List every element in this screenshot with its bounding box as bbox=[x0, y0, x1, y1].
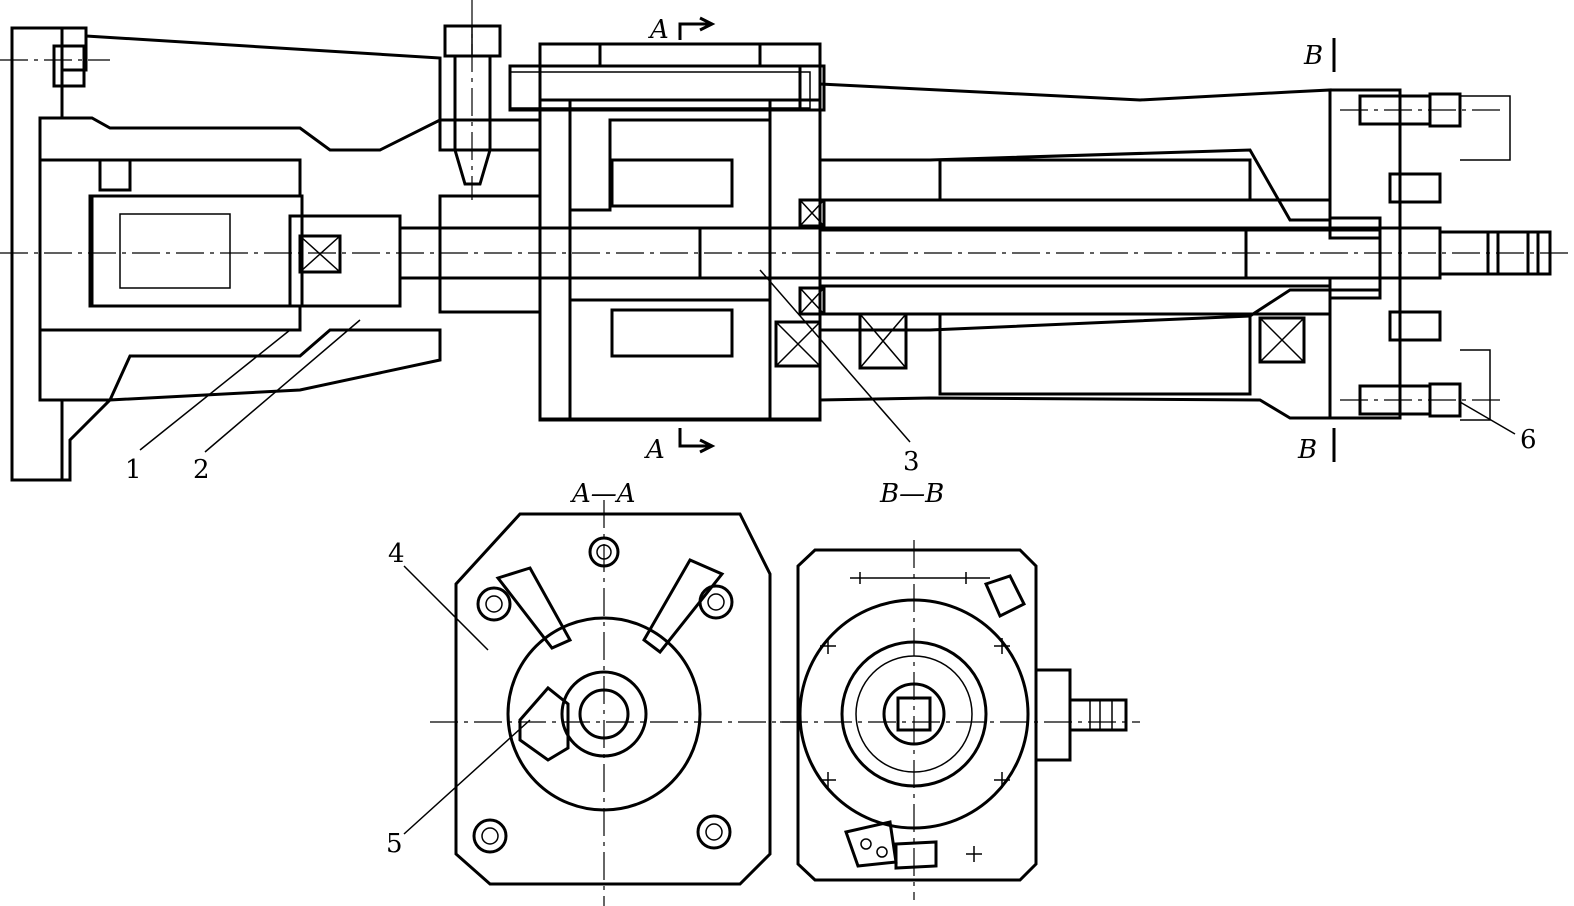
valve-screw bbox=[443, 0, 502, 200]
upper-housing-wall bbox=[60, 34, 542, 152]
section-a-view bbox=[430, 500, 790, 906]
leader-lines bbox=[139, 269, 1516, 835]
part-label-2: 2 bbox=[193, 455, 210, 485]
part-label-3: 3 bbox=[903, 447, 920, 477]
part-label-5: 5 bbox=[386, 829, 403, 859]
section-title-a: A—A bbox=[570, 479, 636, 509]
bearings bbox=[774, 198, 1382, 370]
piston-assembly bbox=[90, 194, 542, 314]
section-mark-b-top: B bbox=[1303, 41, 1323, 71]
section-mark-b-bottom: B bbox=[1297, 435, 1317, 465]
longitudinal-section bbox=[0, 0, 1574, 482]
part-label-1: 1 bbox=[125, 455, 142, 485]
rotor-block bbox=[508, 42, 826, 422]
section-mark-a-bottom: A bbox=[644, 435, 665, 465]
part-label-4: 4 bbox=[388, 539, 405, 569]
lower-housing-wall bbox=[60, 328, 442, 482]
section-mark-a-top: A bbox=[648, 15, 669, 45]
a-bolt-holes bbox=[472, 536, 734, 854]
mounting-flange bbox=[10, 26, 88, 482]
section-cut-markers bbox=[678, 16, 1336, 462]
section-title-b: B—B bbox=[879, 479, 944, 509]
section-b-view bbox=[780, 540, 1140, 900]
part-label-6: 6 bbox=[1520, 425, 1537, 455]
end-bolts bbox=[1358, 92, 1462, 418]
